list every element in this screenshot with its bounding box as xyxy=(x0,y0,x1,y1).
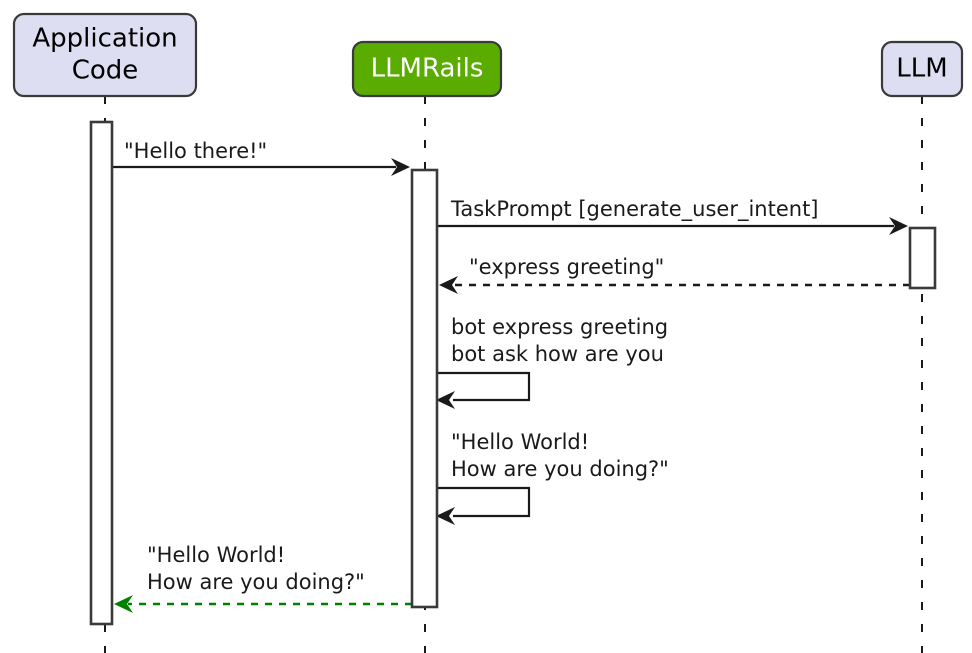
arrowhead-msg-bot-intents xyxy=(436,391,455,409)
message-msg-bot-intents[interactable] xyxy=(436,371,531,409)
message-label-msg-bot-utterance: How are you doing?" xyxy=(451,457,669,481)
participant-box-app[interactable] xyxy=(12,12,198,98)
participant-llmrails[interactable]: LLMRails xyxy=(351,40,503,98)
arrowhead-msg-final-response xyxy=(114,595,133,613)
message-label-msg-bot-utterance: "Hello World! xyxy=(451,430,589,454)
activation-bar-llmrails xyxy=(410,168,439,609)
arrowhead-msg-taskprompt xyxy=(889,217,908,235)
participant-label-app: Code xyxy=(72,56,139,86)
message-msg-hello-there[interactable] xyxy=(112,158,410,176)
message-labels-layer: "Hello there!" TaskPrompt [generate_user_… xyxy=(124,139,819,594)
activations-layer xyxy=(89,120,937,626)
message-msg-final-response[interactable] xyxy=(114,595,412,613)
messages-layer xyxy=(112,158,910,613)
message-label-msg-taskprompt: TaskPrompt [generate_user_intent] xyxy=(450,197,819,222)
message-label-msg-bot-intents: bot ask how are you xyxy=(451,342,664,366)
message-msg-taskprompt[interactable] xyxy=(437,217,908,235)
message-msg-bot-utterance[interactable] xyxy=(436,486,531,525)
message-label-msg-final-response: "Hello World! xyxy=(147,543,285,567)
arrowhead-msg-bot-utterance xyxy=(436,507,455,525)
participant-box-llmrails[interactable] xyxy=(351,40,503,98)
message-msg-express-greeting[interactable] xyxy=(439,276,910,294)
participant-label-llm: LLM xyxy=(896,54,947,84)
participant-label-app: Application xyxy=(32,24,177,54)
message-label-msg-bot-intents: bot express greeting xyxy=(451,315,668,339)
participant-llm[interactable]: LLM xyxy=(880,40,964,98)
arrowhead-msg-hello-there xyxy=(391,158,410,176)
participant-label-llmrails: LLMRails xyxy=(371,54,484,84)
self-message-path-msg-bot-utterance xyxy=(437,486,531,518)
message-label-msg-express-greeting: "express greeting" xyxy=(469,255,664,279)
arrowhead-msg-express-greeting xyxy=(439,276,458,294)
message-label-msg-hello-there: "Hello there!" xyxy=(124,139,267,163)
self-message-path-msg-bot-intents xyxy=(437,371,531,402)
message-label-msg-final-response: How are you doing?" xyxy=(147,570,365,594)
activation-bar-app xyxy=(89,120,114,626)
participant-box-llm[interactable] xyxy=(880,40,964,98)
activation-bar-llm xyxy=(908,226,937,290)
